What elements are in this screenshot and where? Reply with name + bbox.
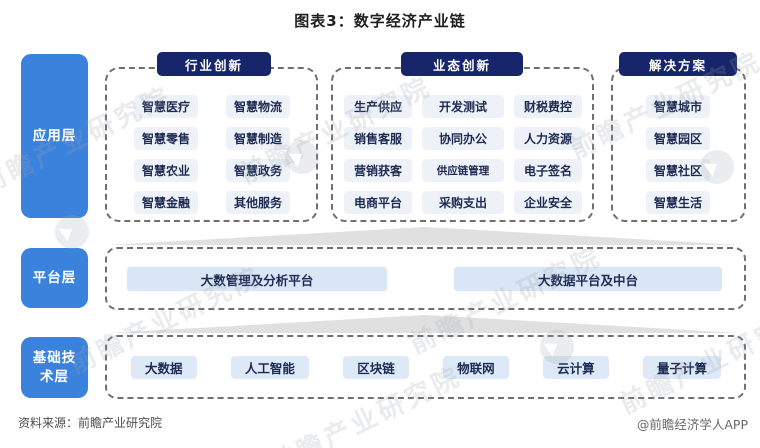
item-pill: 智慧社区 — [646, 159, 710, 182]
item-pill: 智慧生活 — [646, 191, 710, 214]
item-pill: 智慧金融 — [134, 191, 198, 214]
item-pill: 智慧农业 — [134, 159, 198, 182]
layer-label-platform: 平台层 — [21, 248, 88, 308]
item-pill: 生产供应 — [344, 95, 412, 118]
item-pill: 企业安全 — [514, 191, 582, 214]
business-innovation-items: 生产供应 开发测试 财税费控 销售客服 协同办公 人力资源 营销获客 供应链管理… — [344, 95, 582, 214]
item-pill: 物联网 — [443, 355, 509, 379]
platform-bar-data-middle-platform: 大数据平台及中台 — [454, 267, 722, 291]
item-pill: 营销获客 — [344, 159, 412, 182]
item-pill: 供应链管理 — [422, 159, 504, 182]
item-pill: 智慧园区 — [646, 127, 710, 150]
item-pill: 智慧政务 — [226, 159, 290, 182]
source-note: 资料来源：前瞻产业研究院 — [18, 416, 163, 430]
item-pill: 智慧医疗 — [134, 95, 198, 118]
layer-label-application: 应用层 — [21, 54, 88, 218]
industry-innovation-items: 智慧医疗 智慧物流 智慧零售 智慧制造 智慧农业 智慧政务 智慧金融 其他服务 — [134, 95, 290, 214]
item-pill: 开发测试 — [422, 95, 504, 118]
item-pill: 大数据 — [131, 355, 197, 379]
base-tech-items: 大数据 人工智能 区块链 物联网 云计算 量子计算 — [131, 355, 721, 379]
item-pill: 量子计算 — [642, 355, 721, 379]
item-pill: 电商平台 — [344, 191, 412, 214]
group-header-solutions: 解决方案 — [619, 52, 737, 76]
item-pill: 其他服务 — [226, 191, 290, 214]
credit-note: @前瞻经济学人APP — [636, 417, 748, 432]
layer-label-base-tech: 基础技术层 — [21, 337, 88, 398]
group-box-platform — [105, 247, 746, 310]
group-header-business-innovation: 业态创新 — [401, 52, 523, 76]
item-pill: 云计算 — [543, 355, 609, 379]
watermark-logo-icon — [55, 215, 89, 249]
item-pill: 电子签名 — [514, 159, 582, 182]
item-pill: 智慧零售 — [134, 127, 198, 150]
item-pill: 人工智能 — [230, 355, 309, 379]
item-pill: 销售客服 — [344, 127, 412, 150]
item-pill: 协同办公 — [422, 127, 504, 150]
connector-triangle-lower — [110, 315, 740, 333]
item-pill: 财税费控 — [514, 95, 582, 118]
item-pill: 区块链 — [343, 355, 409, 379]
group-box-base-tech — [105, 335, 746, 399]
solutions-items: 智慧城市 智慧园区 智慧社区 智慧生活 — [646, 95, 710, 214]
connector-triangle-upper — [110, 227, 740, 245]
page-title: 图表3：数字经济产业链 — [294, 12, 466, 30]
group-header-industry-innovation: 行业创新 — [157, 52, 271, 76]
item-pill: 智慧城市 — [646, 95, 710, 118]
platform-bar-data-management: 大数管理及分析平台 — [127, 267, 387, 291]
item-pill: 采购支出 — [422, 191, 504, 214]
item-pill: 人力资源 — [514, 127, 582, 150]
item-pill: 智慧物流 — [226, 95, 290, 118]
item-pill: 智慧制造 — [226, 127, 290, 150]
